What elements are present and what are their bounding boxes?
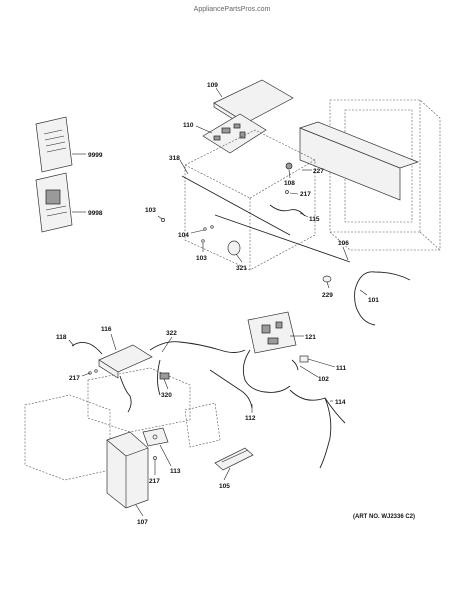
manual-9999 [35,116,73,173]
housing-outline [329,99,441,251]
harness-116-lead [119,375,132,413]
label-9998: 9998 [88,210,103,217]
main-tray [184,129,316,271]
label-109: 109 [207,82,218,89]
cover-107 [106,431,149,509]
label-103-b: 103 [196,255,207,262]
module-116 [98,344,153,379]
part-labels: 109 110 9999 9998 318 227 108 217 115 10… [56,82,379,526]
screw-103 [161,218,165,222]
label-118: 118 [56,334,67,341]
part-320 [159,372,170,380]
rod-318 [181,175,291,236]
manual-9998 [35,172,73,233]
watermark-text: AppliancePartsPros.com [194,6,271,13]
label-321: 321 [236,265,247,272]
harness-121 [242,349,291,393]
screw-104b [210,225,214,229]
label-102: 102 [318,376,329,383]
grommet-229 [322,275,332,283]
screw-103b [201,239,205,243]
label-318: 318 [169,155,180,162]
board-cover-109 [213,79,294,128]
igniter-105 [214,447,254,471]
part-111 [299,355,309,363]
label-101: 101 [368,297,379,304]
label-113: 113 [170,468,181,475]
harness-118 [71,341,103,355]
leader-lines [68,87,368,517]
label-105: 105 [219,483,230,490]
label-322: 322 [166,330,177,337]
label-9999: 9999 [88,152,103,159]
harness-114 [289,389,346,469]
part-108 [285,162,293,170]
part-217-upper [285,190,289,194]
label-217-left: 217 [69,375,80,382]
bracket-227 [298,121,420,201]
label-229: 229 [322,292,333,299]
harness-115 [269,204,306,217]
label-103-a: 103 [145,207,156,214]
harness-112 [209,369,253,409]
element-106 [214,214,351,263]
label-227: 227 [313,168,324,175]
sensor-321 [227,240,241,256]
art-number: (ART NO. WJ2336 C2) [353,514,415,520]
label-107: 107 [137,519,148,526]
label-217-lower: 217 [149,478,160,485]
label-320: 320 [161,392,172,399]
screw-104a [203,227,207,231]
label-121: 121 [305,334,316,341]
bracket-113 [142,427,169,447]
label-104: 104 [178,232,189,239]
label-110: 110 [183,122,194,129]
label-112: 112 [245,415,256,422]
screw-217-lower [153,456,157,460]
screw-217-left-b [94,369,98,373]
label-111: 111 [336,365,347,372]
board-121 [247,311,297,354]
control-board-110 [202,113,267,154]
label-115: 115 [309,216,320,223]
harness-322 [149,341,246,396]
label-106: 106 [338,240,349,247]
label-114: 114 [335,399,346,406]
label-116: 116 [101,326,112,333]
harness-102 [291,359,299,371]
harness-101 [354,271,411,326]
label-217-upper: 217 [300,191,311,198]
label-108: 108 [284,180,295,187]
